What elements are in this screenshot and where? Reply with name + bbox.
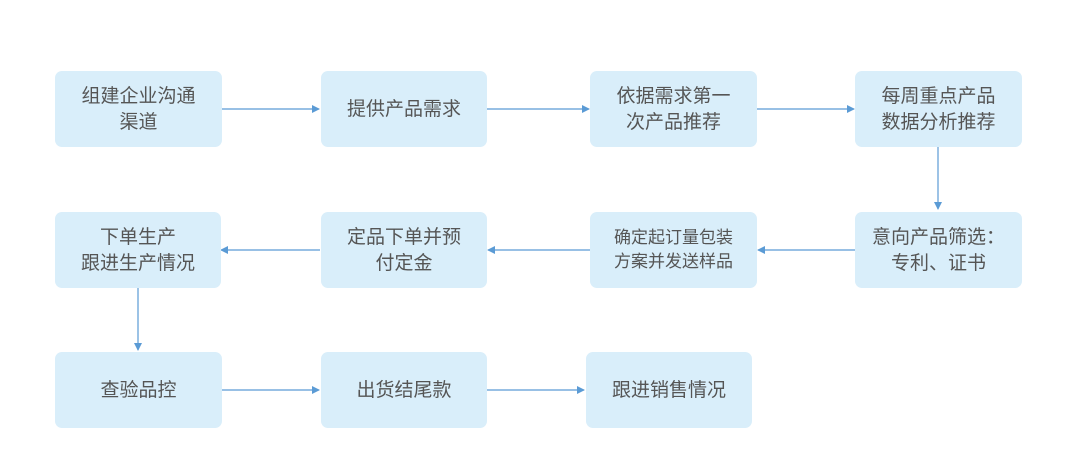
- step-label-line2: 次产品推荐: [625, 111, 721, 133]
- step-label-line2: 渠道: [119, 111, 158, 133]
- step-weekly-data-analysis: 每周重点产品 数据分析推荐: [855, 71, 1022, 147]
- step-label-line2: 付定金: [375, 252, 433, 274]
- step-label-line2: 专利、证书: [890, 252, 986, 274]
- step-label-line1: 组建企业沟通: [81, 85, 196, 107]
- step-label-line1: 定品下单并预: [346, 226, 461, 248]
- step-sales-follow-up: 跟进销售情况: [586, 352, 752, 428]
- step-shipment-final-payment: 出货结尾款: [321, 352, 487, 428]
- step-product-screening: 意向产品筛选： 专利、证书: [855, 212, 1022, 288]
- step-production-follow-up: 下单生产 跟进生产情况: [55, 212, 221, 288]
- step-label-line1: 查验品控: [100, 379, 177, 401]
- step-label-line1: 确定起订量包装: [614, 228, 733, 248]
- step-order-and-deposit: 定品下单并预 付定金: [321, 212, 487, 288]
- step-provide-product-requirements: 提供产品需求: [321, 71, 487, 147]
- step-quality-inspection: 查验品控: [55, 352, 222, 428]
- step-label-line1: 依据需求第一: [616, 85, 731, 107]
- step-first-product-recommendation: 依据需求第一 次产品推荐: [590, 71, 757, 147]
- step-label-line1: 下单生产: [99, 226, 176, 248]
- step-label-line1: 出货结尾款: [356, 379, 452, 401]
- step-label-line1: 提供产品需求: [346, 98, 461, 120]
- step-label-line1: 跟进销售情况: [611, 379, 726, 401]
- step-label-line2: 跟进生产情况: [80, 252, 195, 274]
- step-label-line1: 每周重点产品: [881, 85, 996, 107]
- step-moq-packaging-samples: 确定起订量包装 方案并发送样品: [590, 212, 757, 288]
- step-label-line1: 意向产品筛选：: [871, 226, 1005, 248]
- step-label-line2: 数据分析推荐: [881, 111, 996, 133]
- step-label-line2: 方案并发送样品: [614, 252, 733, 272]
- step-build-communication-channel: 组建企业沟通 渠道: [55, 71, 222, 147]
